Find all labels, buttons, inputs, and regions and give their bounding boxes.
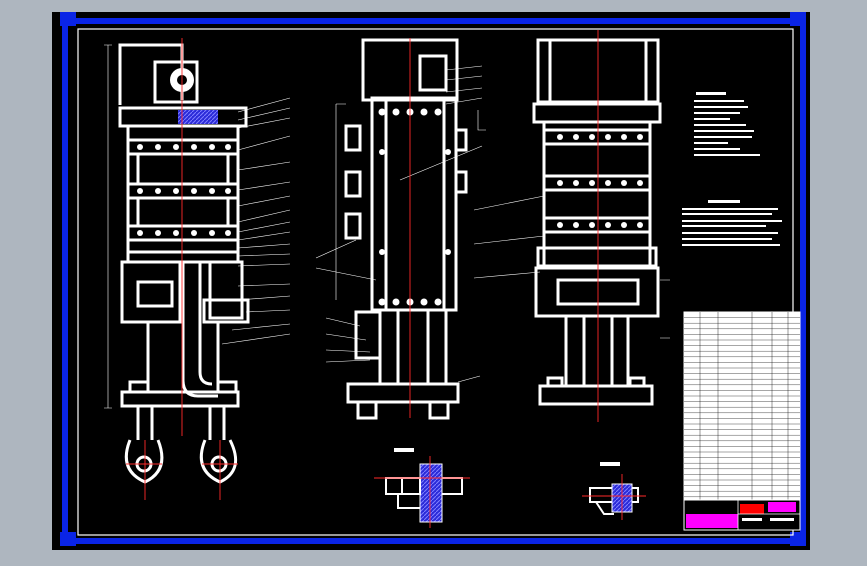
front-hatch-block (178, 110, 218, 124)
rear-leader-lines (473, 195, 670, 339)
center-lines (126, 30, 646, 528)
parts-list-table[interactable] (683, 311, 801, 501)
rear-bolts (557, 134, 643, 228)
inner-border (77, 28, 794, 536)
drawing-frame (60, 12, 806, 546)
parts-list-rows (684, 312, 800, 500)
side-leader-lines (315, 65, 486, 383)
front-leader-lines (104, 44, 291, 409)
title-block-logo (768, 502, 796, 512)
specifications-text (694, 92, 760, 156)
detail-a-hatch (419, 463, 443, 523)
title-block[interactable] (683, 499, 801, 531)
technical-requirements-text (682, 200, 782, 246)
rear-section-view[interactable] (532, 38, 662, 406)
title-block-name-cell (686, 514, 738, 528)
detail-labels (394, 448, 620, 466)
title-block-stamp (740, 504, 764, 514)
front-bolts (137, 144, 231, 236)
